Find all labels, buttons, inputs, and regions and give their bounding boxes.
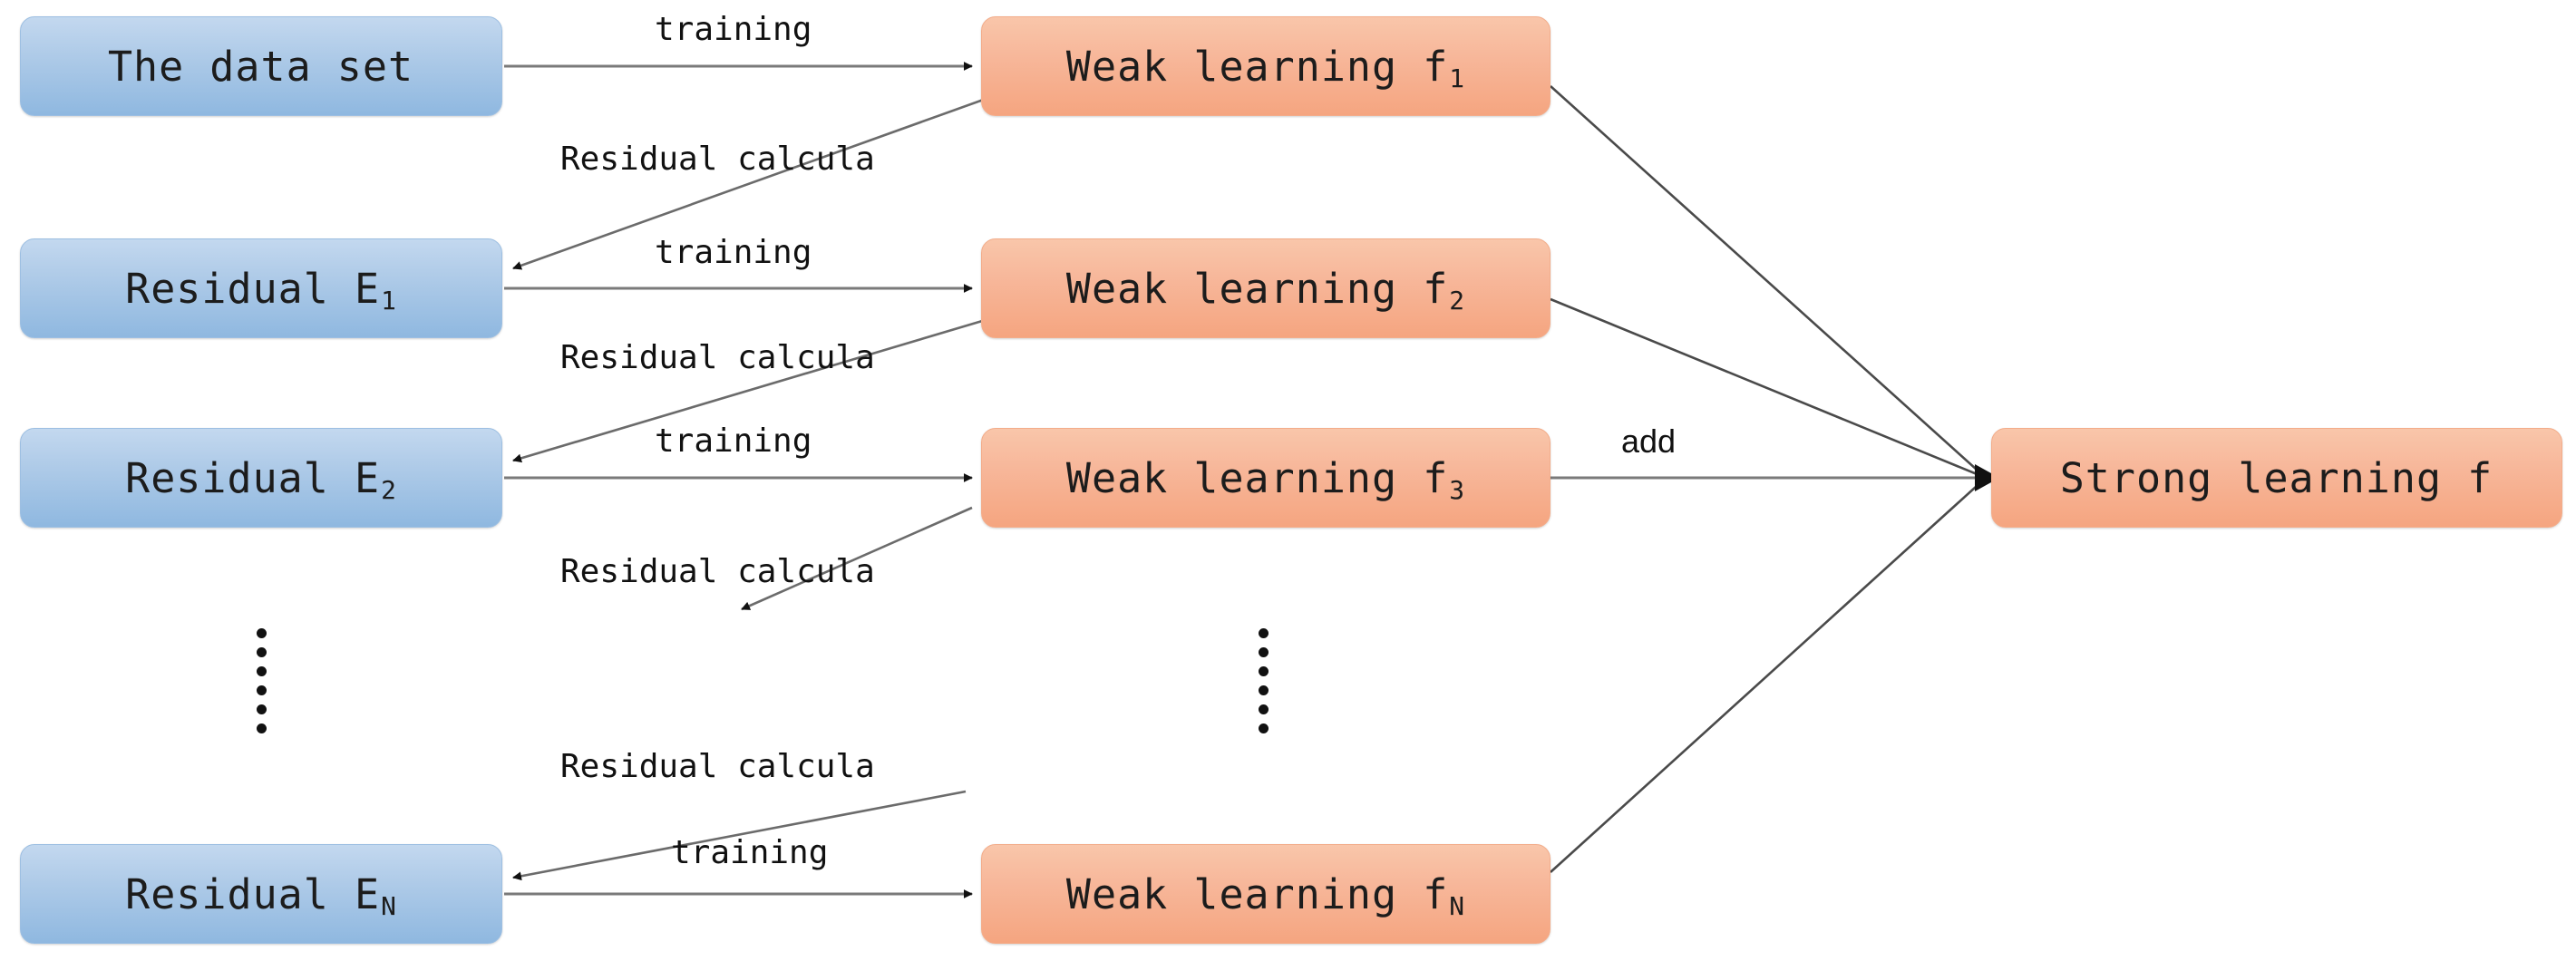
ellipsis-dot <box>1259 723 1269 733</box>
edge-residual-4 <box>512 790 967 881</box>
ellipsis-dot <box>1259 628 1269 638</box>
node-dataset[interactable]: The data set <box>20 16 502 116</box>
edge-add-arrowhead <box>1975 464 1999 491</box>
ellipsis-dot <box>1259 704 1269 714</box>
ellipsis-dot <box>257 647 267 657</box>
node-strong-learner[interactable]: Strong learning f <box>1991 428 2562 528</box>
ellipsis-dot <box>257 666 267 676</box>
edge-label-add: add <box>1621 422 1677 460</box>
ellipsis-dot <box>1259 666 1269 676</box>
edge-residual-1 <box>512 96 989 270</box>
edge-residual-3 <box>741 506 973 611</box>
ellipsis-dot <box>257 723 267 733</box>
edge-add-4 <box>1550 477 1987 873</box>
edge-label-residual-2: Residual calcula <box>560 339 875 376</box>
edge-residual-2 <box>512 317 989 463</box>
edge-label-residual-4: Residual calcula <box>560 748 875 785</box>
node-strong-learner-label: Strong learning f <box>2059 453 2493 502</box>
ellipsis-dot <box>1259 647 1269 657</box>
ellipsis-dot <box>1259 685 1269 695</box>
edge-add-2 <box>1550 297 1987 480</box>
ellipsis-left-column <box>257 624 267 738</box>
edge-label-residual-1: Residual calcula <box>560 141 875 178</box>
edge-label-training-4: training <box>671 834 829 871</box>
edge-label-training-1: training <box>655 11 812 48</box>
node-dataset-label: The data set <box>107 42 414 91</box>
edge-add-1 <box>1550 85 1987 479</box>
edge-label-training-3: training <box>655 422 812 460</box>
ellipsis-dot <box>257 704 267 714</box>
edge-label-residual-3: Residual calcula <box>560 553 875 590</box>
ellipsis-middle-column <box>1259 624 1269 738</box>
edge-label-training-2: training <box>655 234 812 271</box>
ellipsis-dot <box>257 685 267 695</box>
ellipsis-dot <box>257 628 267 638</box>
